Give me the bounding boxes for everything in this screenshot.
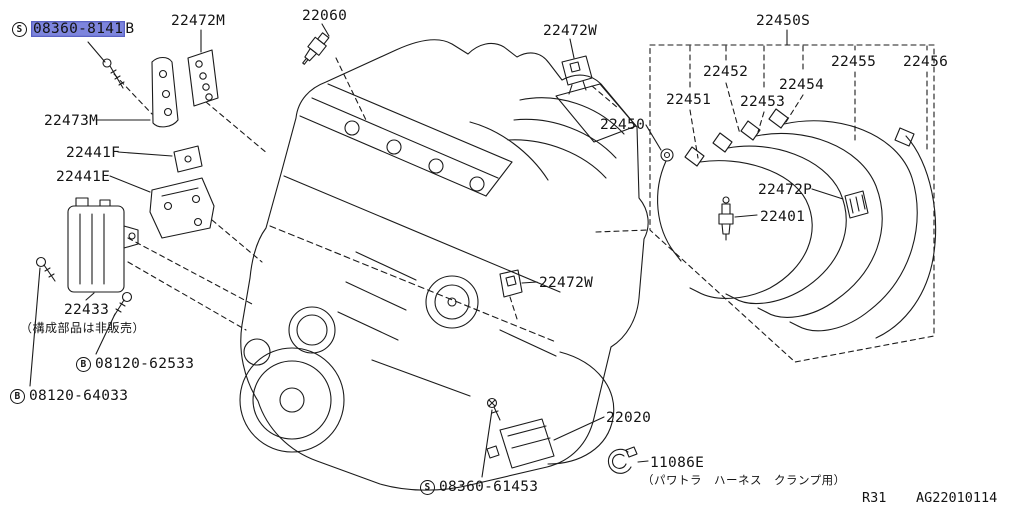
power-transistor-glyph-22020	[486, 418, 555, 469]
part-label-22401[interactable]: 22401	[760, 209, 806, 225]
part-label-22450[interactable]: 22450	[600, 117, 646, 133]
part-label-22441F[interactable]: 22441F	[66, 145, 121, 161]
clip-glyph-22472w-mid	[499, 269, 523, 298]
leader-lines	[29, 23, 844, 478]
drawing-code: AG22010114	[916, 490, 998, 506]
part-label-22473M[interactable]: 22473M	[44, 113, 99, 129]
part-label-11086E[interactable]: 11086E	[650, 455, 705, 471]
part-number-suffix: B	[125, 21, 135, 37]
bolt-glyph-08120-64033	[35, 256, 56, 282]
coil-wire-glyph-22450	[657, 148, 682, 262]
bracket-glyph-22472m	[187, 49, 219, 107]
bracket-glyph-22441e	[149, 177, 215, 239]
part-note-11086E: （パワトラ ハーネス クランプ用）	[642, 473, 846, 487]
part-label-22453[interactable]: 22453	[740, 94, 786, 110]
part-label-22456[interactable]: 22456	[903, 54, 949, 70]
part-label-22060[interactable]: 22060	[302, 8, 348, 24]
spark-plug-glyph-22060	[302, 32, 330, 65]
ignition-coil-glyph-22433	[67, 197, 139, 293]
bolt-symbol-icon: B	[10, 389, 25, 404]
spark-plug-glyph-22401	[718, 196, 734, 241]
part-note-22433: （構成部品は非販売）	[20, 321, 146, 335]
part-label-22454[interactable]: 22454	[779, 77, 825, 93]
part-label-08360-61453[interactable]: S 08360-61453	[420, 479, 538, 496]
part-label-08120-64033[interactable]: B 08120-64033	[10, 388, 128, 405]
part-label-22472P[interactable]: 22472P	[758, 182, 813, 198]
bracket-glyph-22441f	[173, 145, 203, 173]
screw-glyph-08360-8141b	[102, 58, 125, 89]
part-label-22455[interactable]: 22455	[831, 54, 877, 70]
bracket-glyph-22473m	[151, 56, 179, 128]
screw-glyph-08360-61453	[486, 397, 501, 421]
part-label-22020[interactable]: 22020	[606, 410, 652, 426]
screw-symbol-icon: S	[12, 22, 27, 37]
part-label-22452[interactable]: 22452	[703, 64, 749, 80]
spark-plug-wires-glyph	[684, 108, 937, 339]
part-label-08120-62533[interactable]: B 08120-62533	[76, 356, 194, 373]
clip-glyph-22472p	[844, 190, 869, 219]
part-label-22472M[interactable]: 22472M	[171, 13, 226, 29]
highlighted-part-number: 08360-8141	[31, 21, 126, 37]
part-label-22451[interactable]: 22451	[666, 92, 712, 108]
clip-glyph-22472w-top	[561, 55, 593, 95]
part-label-22472W-top[interactable]: 22472W	[543, 23, 598, 39]
clamp-glyph-11086e	[607, 446, 638, 474]
engine-block-outline	[239, 39, 649, 491]
part-label-22450S[interactable]: 22450S	[756, 13, 811, 29]
screw-symbol-icon: S	[420, 480, 435, 495]
part-label-22441E[interactable]: 22441E	[56, 169, 111, 185]
bolt-glyph-08120-62533	[113, 291, 133, 317]
model-reference: R31	[862, 490, 887, 506]
part-label-22433[interactable]: 22433	[64, 302, 110, 318]
bolt-symbol-icon: B	[76, 357, 91, 372]
part-label-22472W-mid[interactable]: 22472W	[539, 275, 594, 291]
